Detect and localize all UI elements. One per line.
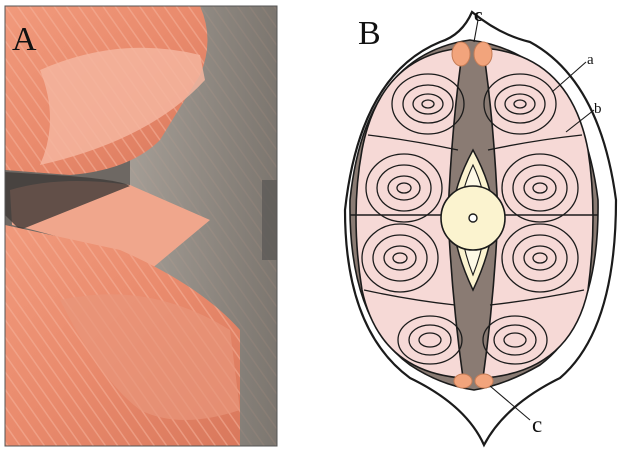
label-c-top: c [474,5,482,26]
label-b: b [594,101,602,117]
fat-deposit-top-right [474,42,492,66]
panel-a-letter: A [12,21,37,58]
panel-b-diagram: B [345,5,616,445]
panel-a-photo: A [5,6,277,446]
fat-deposit-bottom-left [454,374,472,388]
panel-b-letter: B [358,15,381,52]
notochord [469,214,477,222]
label-c-bottom: c [532,412,542,437]
label-a: a [587,52,594,68]
fat-deposit-top-left [452,42,470,66]
